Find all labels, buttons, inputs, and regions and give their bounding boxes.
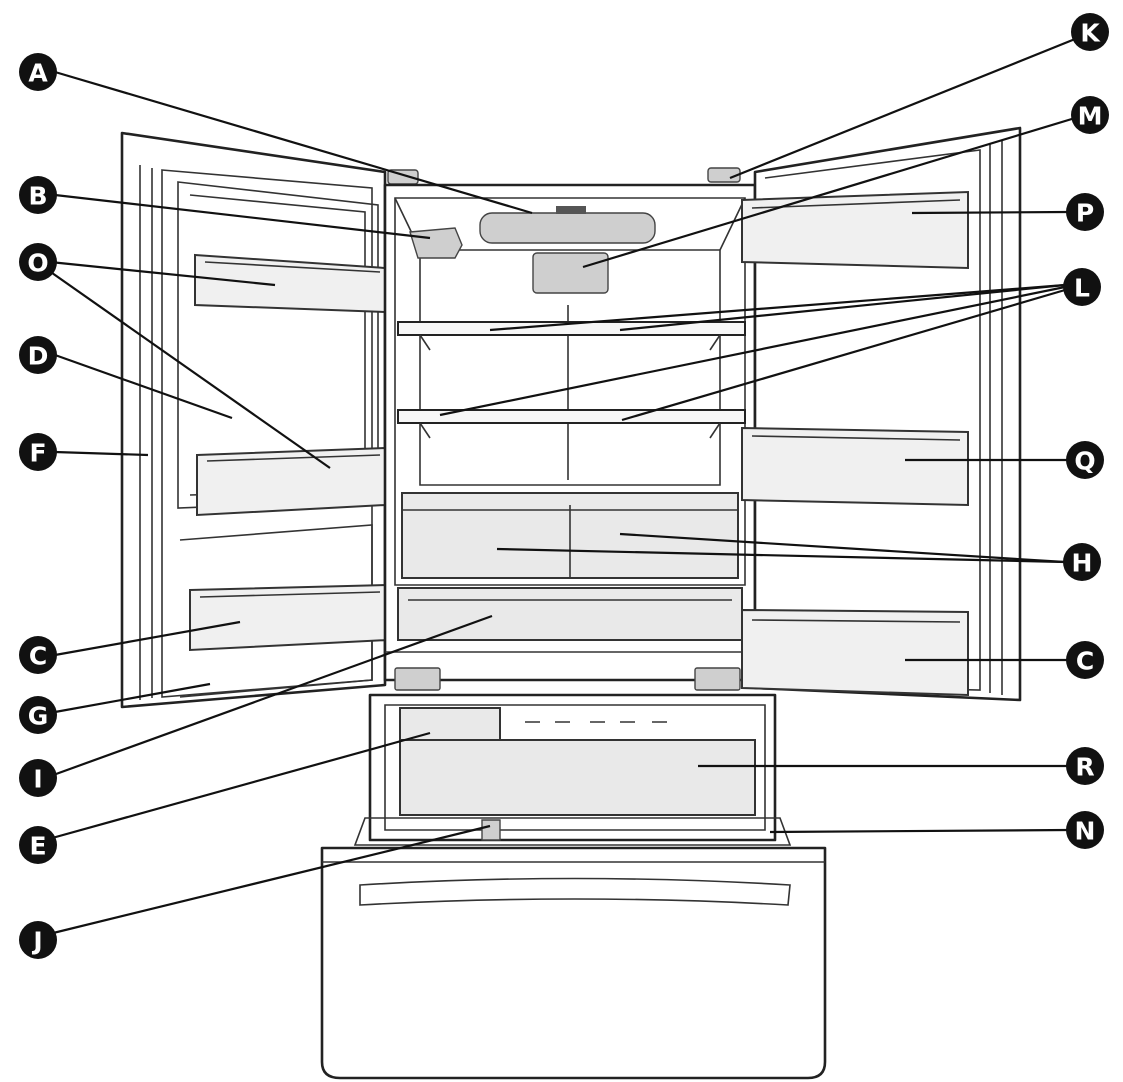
callout-q: Q (1066, 441, 1104, 479)
shelf-lower (397, 409, 746, 424)
leader-I (44, 614, 493, 780)
freezer (353, 693, 792, 846)
callout-d: D (19, 336, 57, 374)
leader-B (54, 193, 431, 240)
callout-a: A (19, 53, 57, 91)
callout-l: L (1063, 268, 1101, 306)
leader-P (911, 210, 1069, 215)
callout-h: H (1063, 543, 1101, 581)
leader-L3 (439, 285, 1066, 417)
cabinet (383, 183, 757, 691)
callout-q-letter: Q (1074, 447, 1095, 476)
callout-b: B (19, 176, 57, 214)
right-door-bin-middle (741, 426, 969, 507)
freezer-upper-drawer (399, 739, 756, 816)
callout-l-letter: L (1074, 274, 1090, 303)
leader-K (729, 33, 1086, 180)
freezer-divider (481, 819, 501, 841)
leader-J (44, 824, 491, 937)
callout-g-letter: G (28, 702, 49, 731)
callout-g: G (19, 696, 57, 734)
callout-n-letter: N (1075, 817, 1096, 846)
callout-c-right-letter: C (1076, 647, 1094, 676)
callout-a-letter: A (28, 59, 48, 88)
leader-M (582, 113, 1086, 269)
leader-F (54, 450, 149, 457)
callout-o: O (19, 243, 57, 281)
refrigerator-illustration (120, 126, 1022, 1080)
callout-r-letter: R (1075, 753, 1094, 782)
callout-e: E (19, 826, 57, 864)
leader-O2 (44, 267, 331, 469)
callout-m-letter: M (1078, 102, 1103, 131)
callout-m: M (1071, 96, 1109, 134)
callout-i-letter: I (33, 765, 42, 794)
callout-c-left: C (19, 636, 57, 674)
leader-L4 (621, 288, 1066, 422)
leader-L1 (489, 283, 1066, 332)
leader-lines (44, 33, 1086, 937)
leader-H2 (619, 532, 1066, 564)
leader-N (769, 828, 1069, 834)
callout-p-letter: P (1076, 199, 1094, 228)
control-panel (532, 252, 609, 294)
leader-A (54, 70, 533, 215)
right-door-bin-bottom (741, 608, 969, 697)
callout-i: I (19, 759, 57, 797)
callout-r: R (1066, 747, 1104, 785)
callout-j-letter: J (31, 927, 42, 956)
leader-D (54, 353, 233, 420)
callout-o-letter: O (27, 249, 48, 278)
callout-j: J (19, 921, 57, 959)
callout-c-right: C (1066, 641, 1104, 679)
freezer-drawer (320, 846, 827, 1080)
callout-n: N (1066, 811, 1104, 849)
callout-badges: A B O D F C G I (19, 13, 1109, 959)
right-door-bin-top (741, 190, 969, 270)
water-filter (409, 227, 463, 259)
freezer-handle (359, 877, 791, 906)
callout-p: P (1066, 193, 1104, 231)
callout-k: K (1071, 13, 1109, 51)
leader-C-left (54, 620, 241, 657)
callout-e-letter: E (29, 832, 46, 861)
callout-f: F (19, 433, 57, 471)
leader-L2 (619, 283, 1066, 332)
leader-O1 (49, 260, 276, 287)
right-door (707, 126, 1022, 702)
leader-G (54, 682, 211, 714)
callout-d-letter: D (28, 342, 49, 371)
leader-H1 (496, 547, 1066, 564)
leader-E (44, 731, 431, 842)
callout-b-letter: B (28, 182, 47, 211)
callout-h-letter: H (1072, 549, 1093, 578)
callout-f-letter: F (29, 439, 46, 468)
callout-c-left-letter: C (29, 642, 47, 671)
callout-k-letter: K (1080, 19, 1101, 48)
lighting (479, 212, 656, 244)
